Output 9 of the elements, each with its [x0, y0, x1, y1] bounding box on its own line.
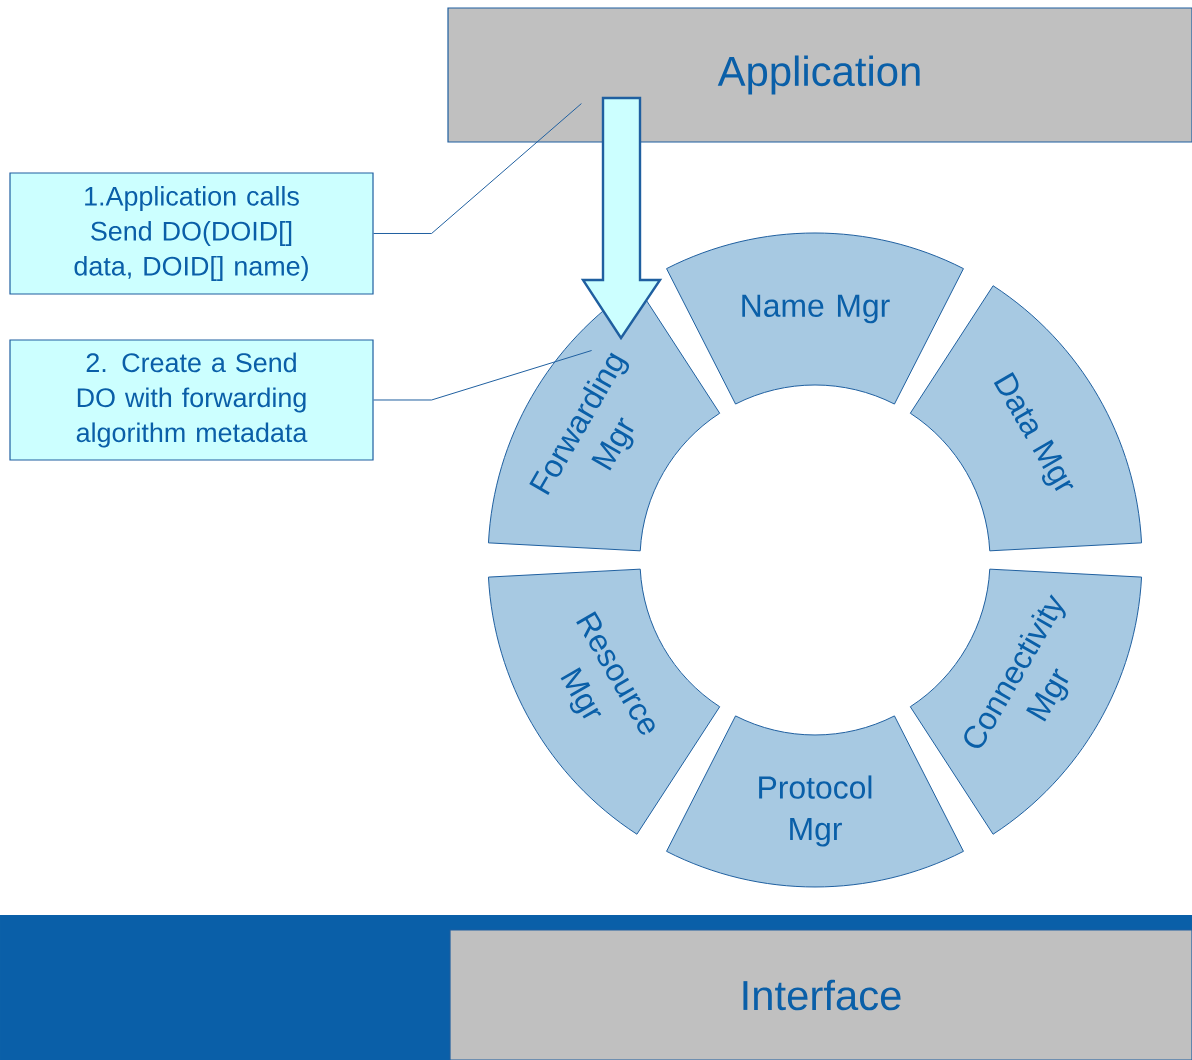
callout-box: 2. Create a Send DO with forwarding algorithm metadata — [9, 339, 374, 461]
leader-line — [373, 103, 582, 234]
callout-box: 1.Application calls Send DO(DOID[] data, DOID[] name) — [9, 172, 374, 295]
ring-segment: Name Mgr — [666, 232, 964, 405]
interface-box: Interface — [449, 929, 1192, 1060]
ring-segment: Protocol Mgr — [666, 715, 964, 888]
block-arrow — [580, 96, 663, 341]
application-box: Application — [447, 7, 1192, 143]
leader-line — [373, 350, 593, 401]
